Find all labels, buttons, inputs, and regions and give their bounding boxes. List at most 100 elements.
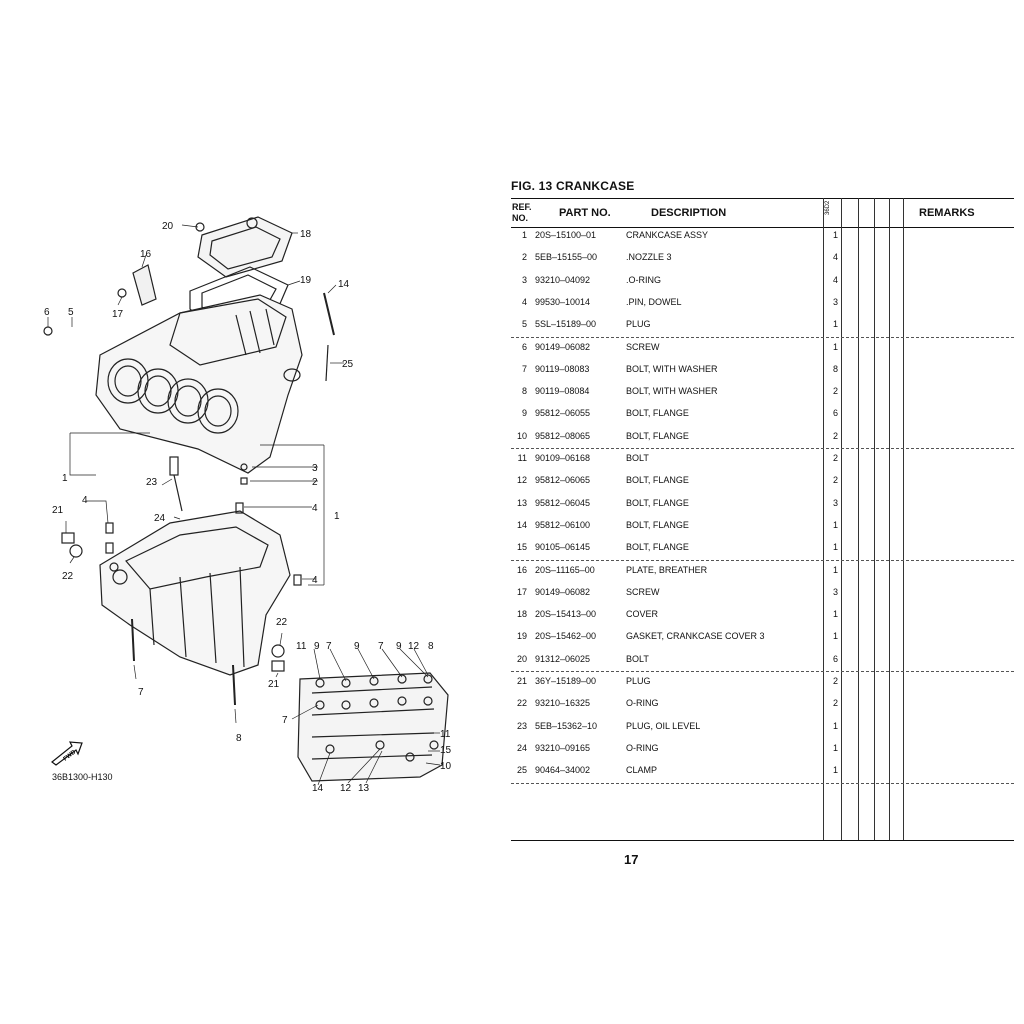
ref-cell: 20 [516,653,527,664]
ref-cell: 19 [516,631,527,642]
ref-cell: 9 [521,408,527,419]
callout-6: 6 [44,307,50,318]
inset-callout-12b: 12 [340,783,352,794]
callout-1-left: 1 [62,473,68,484]
callout-17: 17 [112,309,124,320]
qty-cell: 4 [832,274,838,285]
figure-title: FIG. 13 CRANKCASE [511,179,635,193]
inset-callout-7b: 7 [378,641,384,652]
callout-20: 20 [162,221,174,232]
header-model-code: 36D2 [825,200,831,215]
part-no-cell: 20S–11165–00 [535,564,595,575]
description-cell: BOLT, WITH WASHER [626,363,718,374]
qty-cell: 1 [832,230,838,240]
description-cell: PLUG, OIL LEVEL [626,720,701,731]
ref-cell: 25 [516,765,527,776]
ref-cell: 23 [516,720,527,731]
description-cell: BOLT, FLANGE [626,519,689,530]
inset-callout-11: 11 [296,641,307,652]
qty-cell: 1 [832,564,838,575]
table-header: REF. NO. PART NO. DESCRIPTION 36D2 REMAR… [511,198,1014,228]
header-remarks: REMARKS [919,207,975,219]
callout-16: 16 [140,249,152,260]
part-no-cell: 95812–06045 [535,497,591,508]
qty-cell: 1 [832,765,838,776]
qty-cell: 1 [832,742,838,753]
qty-cell: 1 [832,519,838,530]
diagram-code: 36B1300-H130 [52,772,113,782]
description-cell: O-RING [626,742,659,753]
qty-cell: 1 [832,631,838,642]
qty-cell: 2 [832,676,838,686]
ref-cell: 22 [516,698,527,709]
ref-cell: 24 [516,742,527,753]
part-no-cell: 93210–09165 [535,742,591,753]
callout-23: 23 [146,477,158,488]
inset-callout-13: 13 [358,783,370,794]
callout-24: 24 [154,513,166,524]
table-row: 10 95812–08065 BOLT, FLANGE 2 [511,429,1014,451]
description-cell: BOLT, FLANGE [626,430,689,441]
callout-8: 8 [236,733,242,744]
part-no-cell: 90149–06082 [535,341,591,352]
ref-cell: 16 [516,564,527,575]
description-cell: BOLT, FLANGE [626,497,689,508]
callout-3: 3 [312,463,318,474]
ref-cell: 5 [521,319,527,330]
part-no-cell: 90149–06082 [535,586,591,597]
qty-cell: 2 [832,475,838,486]
crankcase-illustration: 20 18 16 19 14 17 6 5 25 3 2 1 1 4 4 4 2… [43,216,452,794]
qty-cell: 1 [832,319,838,330]
part-no-cell: 95812–06055 [535,408,591,419]
qty-cell: 2 [832,453,838,463]
description-cell: O-RING [626,698,659,709]
part-no-cell: 95812–06065 [535,475,591,486]
callout-22-left: 22 [62,571,74,582]
ref-cell: 12 [516,475,527,486]
description-cell: .PIN, DOWEL [626,296,682,307]
part-no-cell: 95812–08065 [535,430,591,441]
ref-cell: 10 [516,430,527,441]
part-no-cell: 5SL–15189–00 [535,319,597,330]
header-ref: REF. [512,202,532,212]
inset-callout-9b: 9 [354,641,360,652]
leader-lines [47,224,441,786]
qty-cell: 6 [832,653,838,664]
inset-callout-9: 9 [314,641,320,652]
header-part-no: PART NO. [559,207,611,219]
group-separator [511,782,1014,784]
group-separator [511,671,1014,672]
ref-cell: 4 [521,296,527,307]
header-description: DESCRIPTION [651,207,727,219]
description-cell: BOLT, WITH WASHER [626,386,718,397]
description-cell: BOLT [626,653,649,664]
qty-cell: 3 [832,497,838,508]
ref-cell: 18 [516,609,527,620]
ref-cell: 1 [521,230,527,240]
qty-cell: 2 [832,698,838,709]
description-cell: SCREW [626,341,660,352]
part-no-cell: 20S–15462–00 [535,631,597,642]
description-cell: BOLT, FLANGE [626,542,689,553]
exploded-parts-diagram: 20 18 16 19 14 17 6 5 25 3 2 1 1 4 4 4 2… [30,205,500,805]
part-no-cell: 20S–15413–00 [535,609,597,620]
part-no-cell: 5EB–15155–00 [535,252,598,263]
forward-arrow-icon: FWD [50,740,84,771]
qty-cell: 2 [832,430,838,441]
description-cell: SCREW [626,586,660,597]
callout-19: 19 [300,275,312,286]
description-cell: CRANKCASE ASSY [626,230,709,240]
callout-25: 25 [342,359,354,370]
